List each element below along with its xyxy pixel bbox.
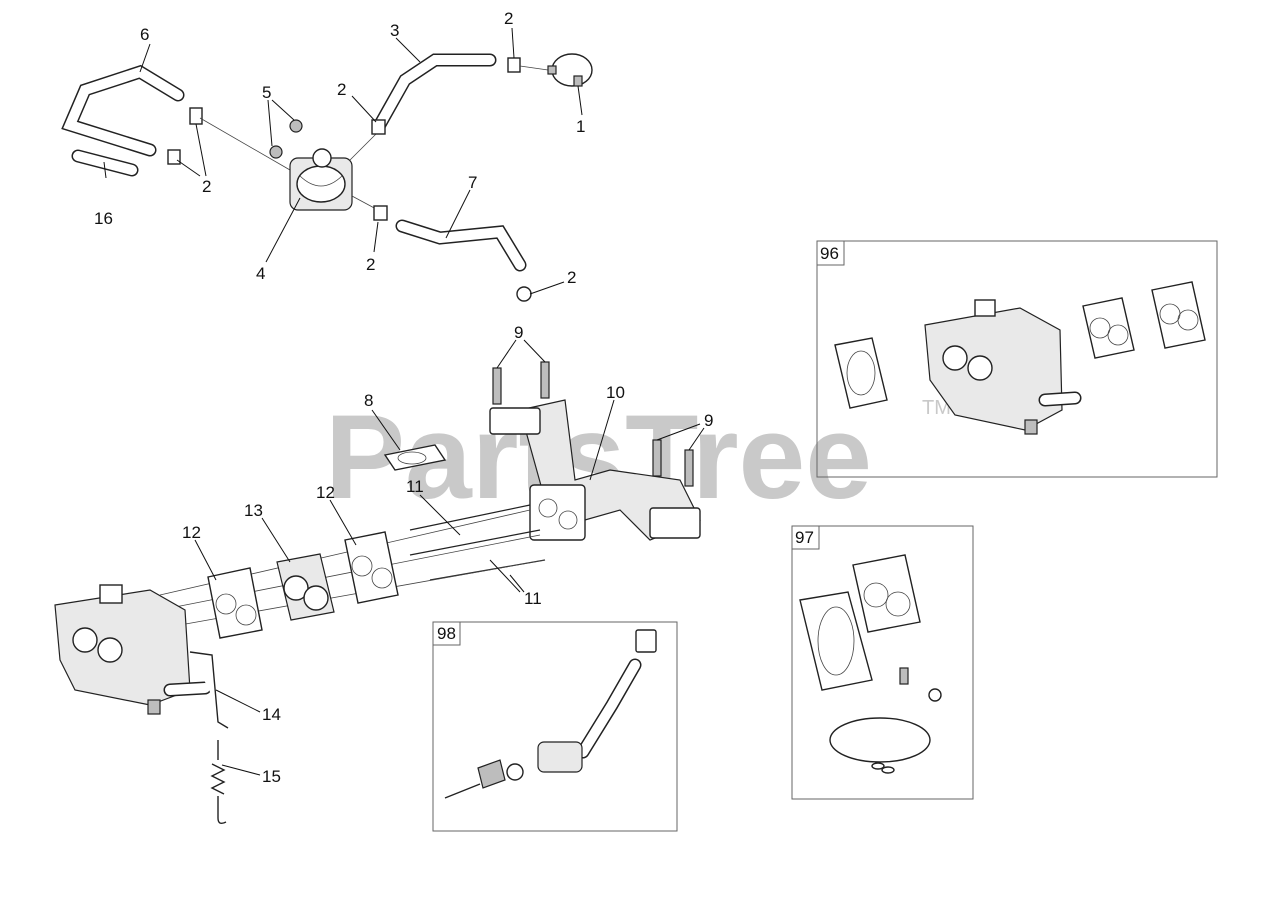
fuel-solenoid: [444, 629, 657, 799]
fuel-pump[interactable]: [289, 148, 353, 211]
bolt[interactable]: [684, 449, 694, 487]
callout-12[interactable]: 12: [316, 483, 335, 502]
washer: [871, 762, 885, 770]
callout-3[interactable]: 3: [390, 21, 399, 40]
hose-clamp[interactable]: [189, 107, 203, 125]
intake-group: [54, 361, 701, 825]
fuel-filter[interactable]: [547, 53, 593, 87]
needle: [899, 667, 909, 685]
watermark-tm: TM: [922, 397, 951, 419]
callout-11[interactable]: 11: [406, 477, 424, 496]
callout-7[interactable]: 7: [468, 173, 477, 192]
callout-4[interactable]: 4: [256, 264, 265, 283]
kit-98-box[interactable]: 98: [432, 621, 678, 832]
o-ring-gasket: [829, 717, 931, 763]
carburetor[interactable]: [54, 584, 212, 715]
leader-lines: [103, 27, 705, 776]
callout-2[interactable]: 2: [504, 9, 513, 28]
callout-15[interactable]: 15: [262, 767, 281, 786]
callout-2[interactable]: 2: [366, 255, 375, 274]
callout-10[interactable]: 10: [606, 383, 625, 402]
bolt[interactable]: [492, 367, 502, 405]
intake-manifold[interactable]: [489, 399, 701, 541]
spacer-13[interactable]: [276, 553, 335, 621]
bolt[interactable]: [540, 361, 550, 399]
callout-16[interactable]: 16: [94, 209, 113, 228]
washer: [928, 688, 942, 702]
fuel-hose-6[interactable]: [61, 64, 185, 157]
hose-clamp[interactable]: [507, 57, 521, 73]
gasket: [799, 591, 873, 691]
callout-9[interactable]: 9: [704, 411, 713, 430]
washer: [881, 766, 895, 774]
callouts: 1 2 2 2 2 2 3 4 5 6 7 8 9 9 10 11 11 12 …: [94, 9, 713, 786]
fuel-hose-3[interactable]: [371, 53, 497, 135]
callout-1[interactable]: 1: [576, 117, 585, 136]
callout-11[interactable]: 11: [524, 589, 542, 608]
gasket: [1082, 297, 1135, 359]
screw[interactable]: [269, 145, 283, 159]
callout-14[interactable]: 14: [262, 705, 281, 724]
callout-9[interactable]: 9: [514, 323, 523, 342]
gasket-8[interactable]: [383, 444, 447, 471]
hose-clamp[interactable]: [167, 149, 181, 165]
hose-clamp[interactable]: [373, 205, 388, 221]
callout-2[interactable]: 2: [337, 80, 346, 99]
callout-13[interactable]: 13: [244, 501, 263, 520]
kit-number-96: 96: [820, 244, 839, 263]
callout-6[interactable]: 6: [140, 25, 149, 44]
hose-16[interactable]: [71, 149, 139, 177]
carburetor: [924, 299, 1082, 435]
callout-8[interactable]: 8: [364, 391, 373, 410]
kit-number-98: 98: [437, 624, 456, 643]
kit-number-97: 97: [795, 528, 814, 547]
bolt[interactable]: [652, 439, 662, 477]
callout-2[interactable]: 2: [202, 177, 211, 196]
kit-96-box[interactable]: 96: [816, 240, 1218, 478]
governor-spring[interactable]: [210, 740, 227, 825]
callout-5[interactable]: 5: [262, 83, 271, 102]
hose-clamp[interactable]: [516, 286, 532, 302]
callout-12[interactable]: 12: [182, 523, 201, 542]
gasket-12-right[interactable]: [344, 531, 399, 604]
gasket: [834, 337, 888, 409]
kit-97-box[interactable]: 97: [791, 525, 974, 800]
gasket: [1151, 281, 1206, 349]
screw[interactable]: [289, 119, 303, 133]
gasket: [852, 554, 921, 633]
throttle-link[interactable]: [189, 651, 229, 729]
fuel-pump-group: [61, 53, 593, 302]
hose-clamp[interactable]: [371, 119, 386, 135]
fuel-hose-7[interactable]: [395, 219, 527, 272]
gasket-12-left[interactable]: [207, 567, 263, 639]
callout-2[interactable]: 2: [567, 268, 576, 287]
